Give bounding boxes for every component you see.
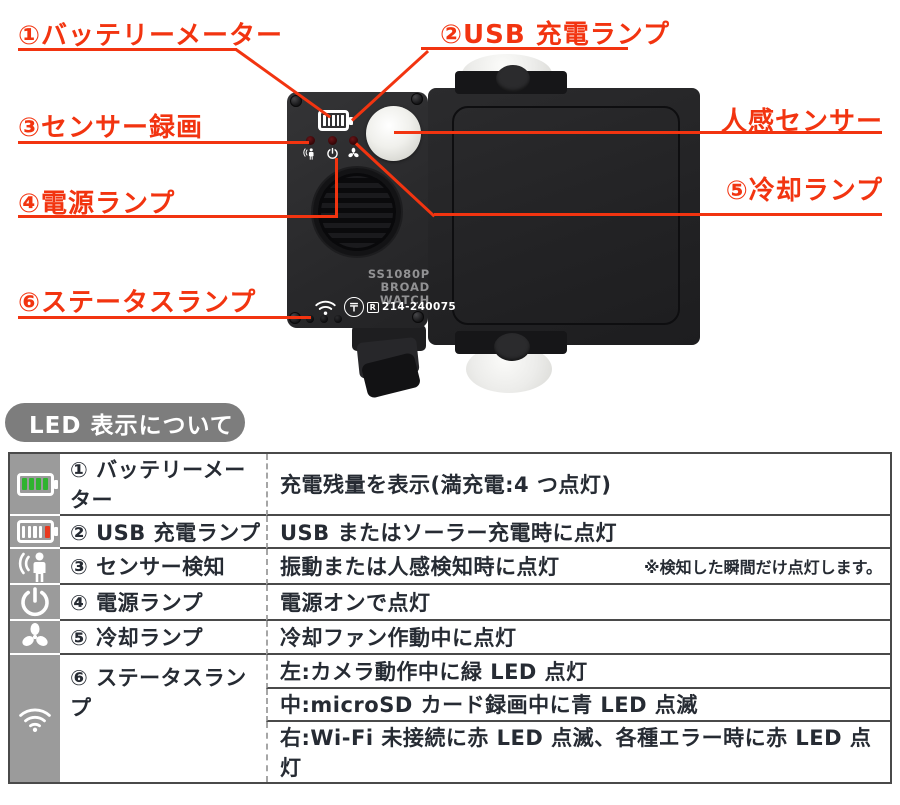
battery-meter-device-icon <box>318 110 353 131</box>
callout-usb-charge: ②USB 充電ランプ <box>440 20 670 50</box>
power-icon <box>10 585 60 622</box>
status-led-left <box>306 315 314 323</box>
table-desc: USB またはソーラー充電時に点灯 <box>266 516 890 550</box>
callout-cooling-lamp: ⑤冷却ランプ <box>725 176 883 206</box>
power-icon <box>327 147 338 159</box>
screw-icon <box>290 95 302 107</box>
table-desc: 充電残量を表示(満充電:4 つ点灯) <box>266 454 890 516</box>
callout-status-lamp: ⑥ステータスランプ <box>18 288 257 318</box>
motion-detect-icon <box>10 549 60 586</box>
table-desc-note: ※検知した瞬間だけ点灯します。 <box>644 558 882 578</box>
leader-line <box>18 316 311 319</box>
table-label: ③ センサー検知 <box>60 549 266 586</box>
brand-name: BROAD WATCH <box>379 280 430 308</box>
table-desc: 右:Wi-Fi 未接続に赤 LED 点滅、各種エラー時に赤 LED 点灯 <box>266 721 890 782</box>
screw-icon <box>412 311 424 323</box>
table-label: ④ 電源ランプ <box>60 585 266 622</box>
status-led-middle <box>320 315 328 323</box>
leader-line <box>421 47 628 50</box>
table-desc-text: 振動または人感検知時に点灯 <box>280 555 560 580</box>
speaker-grille <box>313 168 401 256</box>
cert-r-mark: R <box>367 301 379 313</box>
leader-line <box>434 213 882 216</box>
battery-green-icon <box>10 454 60 516</box>
leader-line <box>335 158 338 216</box>
table-label: ⑤ 冷却ランプ <box>60 621 266 656</box>
table-desc: 冷却ファン作動中に点灯 <box>266 621 890 656</box>
device-model-text: SS1080P BROAD WATCH <box>330 267 430 308</box>
fan-led <box>349 136 358 145</box>
callout-power-lamp: ④電源ランプ <box>18 189 176 219</box>
wifi-icon <box>10 655 60 782</box>
leader-line <box>18 215 338 218</box>
cup-knob-top <box>496 65 530 92</box>
table-label: ② USB 充電ランプ <box>60 516 266 550</box>
leader-line <box>18 48 237 51</box>
cert-number: 214-240075 <box>382 300 457 313</box>
table-desc: 振動または人感検知時に点灯 ※検知した瞬間だけ点灯します。 <box>266 549 890 586</box>
screw-icon <box>411 93 423 105</box>
power-led <box>328 136 337 145</box>
fan-icon <box>348 147 359 158</box>
callout-battery-meter: ①バッテリーメーター <box>18 21 283 51</box>
leader-line <box>394 131 882 134</box>
status-led-right <box>334 315 342 323</box>
solar-panel <box>428 88 700 345</box>
callout-sensor-rec: ③センサー録画 <box>18 113 204 143</box>
table-desc: 電源オンで点灯 <box>266 585 890 622</box>
battery-charge-icon <box>10 516 60 550</box>
table-label: ① バッテリーメーター <box>60 454 266 516</box>
leader-line <box>235 48 332 119</box>
led-table: ① バッテリーメーター 充電残量を表示(満充電:4 つ点灯) ② USB 充電ラ… <box>8 452 892 784</box>
giteki-cert-mark-icon: 〒 <box>344 297 364 317</box>
callout-human-sensor: 人感センサー <box>720 107 883 137</box>
motion-detect-icon <box>303 148 314 160</box>
wifi-icon <box>315 300 336 315</box>
model-number: SS1080P <box>367 267 430 281</box>
table-label: ⑥ ステータスランプ <box>70 666 247 721</box>
section-title: LED 表示について <box>5 403 245 442</box>
table-desc: 左:カメラ動作中に緑 LED 点灯 <box>266 655 890 689</box>
cup-knob-bottom <box>494 333 530 361</box>
fan-icon <box>10 621 60 656</box>
leader-line <box>18 141 309 144</box>
table-desc: 中:microSD カード録画中に青 LED 点滅 <box>266 688 890 722</box>
sensor-led <box>306 136 315 145</box>
